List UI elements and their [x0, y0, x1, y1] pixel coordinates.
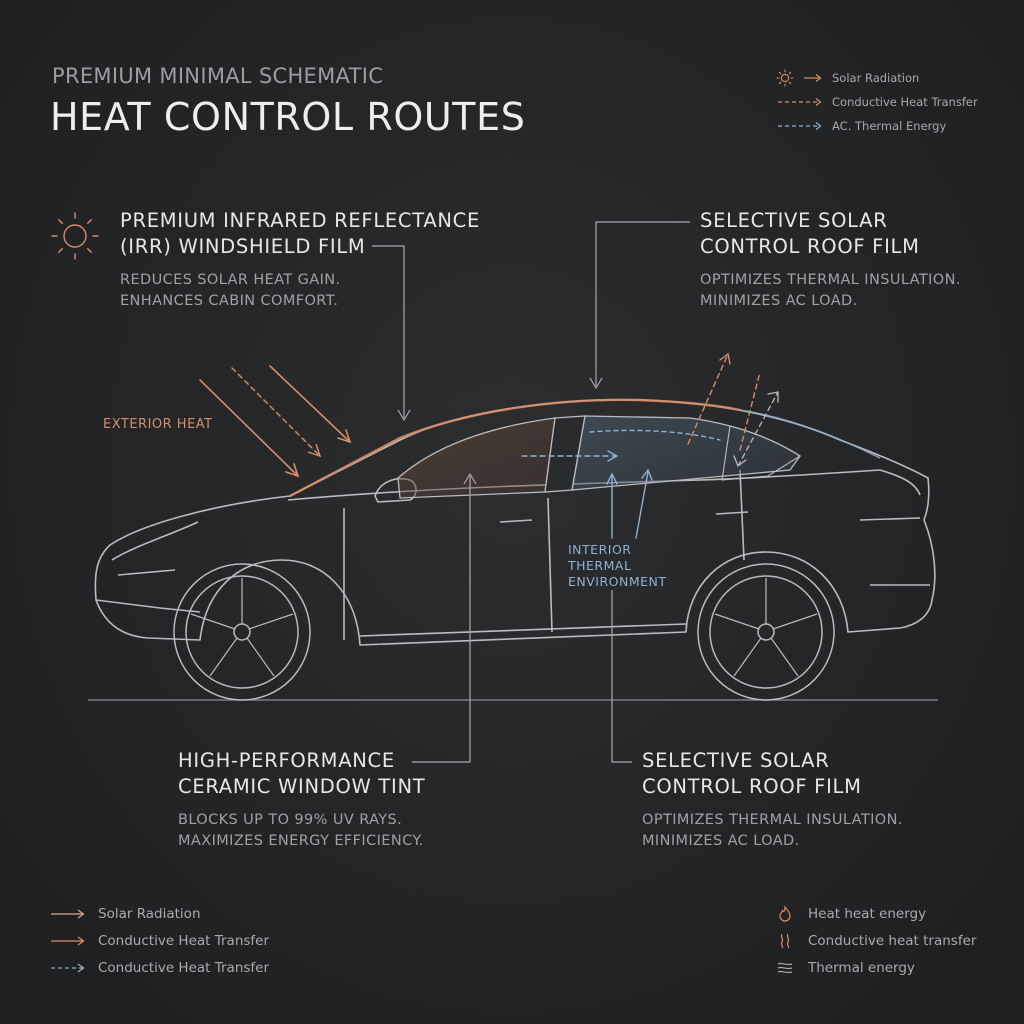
- legend-item: Conductive Heat Transfer: [50, 954, 269, 981]
- conductive-heat-arrows: [231, 367, 321, 457]
- legend-label: Conductive Heat Transfer: [98, 959, 270, 976]
- schematic-subtitle: PREMIUM MINIMAL SCHEMATIC: [52, 64, 384, 88]
- callout-body-line: ENHANCES CABIN COMFORT.: [120, 293, 339, 309]
- interior-thermal-arrows: [521, 429, 721, 539]
- legend-item: Solar Radiation: [50, 900, 269, 927]
- page-title: HEAT CONTROL ROUTES: [50, 95, 526, 139]
- callout-body-line: MINIMIZES AC LOAD.: [700, 293, 858, 309]
- sun-icon: [776, 69, 822, 87]
- callout-body: OPTIMIZES THERMAL INSULATION. MINIMIZES …: [700, 270, 1000, 312]
- flame-icon: [779, 904, 791, 922]
- callout-body: OPTIMIZES THERMAL INSULATION. MINIMIZES …: [642, 810, 972, 852]
- callout-heading-line: CONTROL ROOF FILM: [642, 775, 862, 798]
- dashed-blue-arrow-icon: [51, 963, 85, 972]
- legend-label: Solar Radiation: [98, 905, 201, 922]
- legend-item: Conductive heat transfer: [776, 927, 976, 954]
- callout-body-line: BLOCKS UP TO 99% UV RAYS.: [178, 812, 403, 828]
- legend-label: Conductive Heat Transfer: [98, 932, 270, 949]
- legend-label: Conductive heat transfer: [808, 932, 977, 949]
- callout-heading-line: CERAMIC WINDOW TINT: [178, 775, 426, 798]
- callout-body-line: REDUCES SOLAR HEAT GAIN.: [120, 272, 341, 288]
- wavy-heat-icon: [780, 933, 790, 948]
- rear-wheel: [697, 563, 835, 701]
- interior-label-line: INTERIOR: [568, 542, 632, 557]
- callout-heading: SELECTIVE SOLAR CONTROL ROOF FILM: [642, 748, 972, 800]
- roof-film-line: [288, 398, 742, 498]
- reflected-heat-arrows: [687, 352, 779, 468]
- legend-item: Conductive Heat Transfer: [50, 927, 269, 954]
- conductive-arrowhead: [307, 443, 322, 458]
- legend-label: AC. Thermal Energy: [832, 119, 947, 133]
- callout-body-line: OPTIMIZES THERMAL INSULATION.: [642, 812, 903, 828]
- callout-windshield-film: PREMIUM INFRARED REFLECTANCE (IRR) WINDS…: [120, 208, 520, 312]
- legend-item-ac-thermal: AC. Thermal Energy: [776, 114, 978, 138]
- callout-heading-line: PREMIUM INFRARED REFLECTANCE: [120, 209, 480, 232]
- callout-ceramic-tint: HIGH-PERFORMANCE CERAMIC WINDOW TINT BLO…: [178, 748, 478, 852]
- exterior-heat-label: EXTERIOR HEAT: [103, 417, 213, 432]
- interior-thermal-label: INTERIOR THERMAL ENVIRONMENT: [568, 542, 667, 590]
- callout-body-line: MINIMIZES AC LOAD.: [642, 833, 800, 849]
- callout-heading-line: SELECTIVE SOLAR: [642, 749, 830, 772]
- callout-roof-film-bottom: SELECTIVE SOLAR CONTROL ROOF FILM OPTIMI…: [642, 748, 972, 852]
- quarter-window: [721, 425, 802, 481]
- dashed-blue-arrow-icon: [778, 122, 822, 130]
- legend-item: Thermal energy: [776, 954, 976, 981]
- legend-bottom-left: Solar Radiation Conductive Heat Transfer…: [50, 900, 269, 981]
- callout-heading-line: CONTROL ROOF FILM: [700, 235, 920, 258]
- orange-arrow-icon: [51, 935, 85, 946]
- solar-radiation-arrows: [199, 365, 352, 478]
- legend-label: Conductive Heat Transfer: [832, 95, 978, 109]
- solid-arrow-icon: [51, 909, 85, 918]
- callout-body: BLOCKS UP TO 99% UV RAYS. MAXIMIZES ENER…: [178, 810, 478, 852]
- thermal-lines-icon: [777, 962, 793, 973]
- leader-lines: [372, 221, 690, 763]
- callout-heading: SELECTIVE SOLAR CONTROL ROOF FILM: [700, 208, 1000, 260]
- rear-window: [571, 415, 801, 491]
- legend-top: Solar Radiation Conductive Heat Transfer…: [776, 66, 978, 138]
- callout-roof-film-top: SELECTIVE SOLAR CONTROL ROOF FILM OPTIMI…: [700, 208, 1000, 312]
- roof-film-line-rear: [739, 409, 881, 459]
- legend-item-conductive: Conductive Heat Transfer: [776, 90, 978, 114]
- dashed-orange-arrow-icon: [778, 98, 822, 106]
- callout-heading-line: (IRR) WINDSHIELD FILM: [120, 235, 366, 258]
- sun-icon: [51, 212, 99, 260]
- callout-body: REDUCES SOLAR HEAT GAIN. ENHANCES CABIN …: [120, 270, 520, 312]
- callout-heading-line: HIGH-PERFORMANCE: [178, 749, 395, 772]
- interior-label-line: THERMAL: [568, 558, 632, 573]
- interior-label-line: ENVIRONMENT: [568, 574, 667, 589]
- legend-bottom-right: Heat heat energy Conductive heat transfe…: [776, 900, 976, 981]
- legend-item: Heat heat energy: [776, 900, 976, 927]
- front-wheel: [173, 563, 311, 701]
- legend-label: Solar Radiation: [832, 71, 920, 85]
- callout-heading-line: SELECTIVE SOLAR: [700, 209, 888, 232]
- legend-item-solar-radiation: Solar Radiation: [776, 66, 978, 90]
- legend-label: Thermal energy: [808, 959, 915, 976]
- legend-label: Heat heat energy: [808, 905, 927, 922]
- callout-heading: PREMIUM INFRARED REFLECTANCE (IRR) WINDS…: [120, 208, 520, 260]
- callout-body-line: MAXIMIZES ENERGY EFFICIENCY.: [178, 833, 424, 849]
- callout-body-line: OPTIMIZES THERMAL INSULATION.: [700, 272, 961, 288]
- callout-heading: HIGH-PERFORMANCE CERAMIC WINDOW TINT: [178, 748, 478, 800]
